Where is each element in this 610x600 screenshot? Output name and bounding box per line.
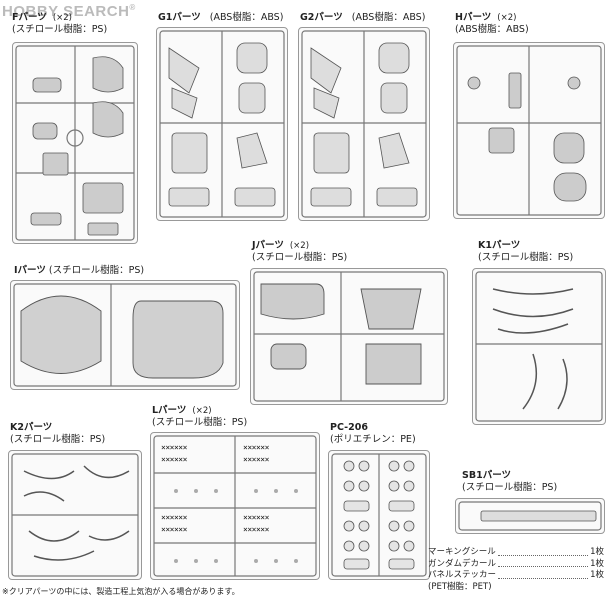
footnote: ※クリアパーツの中には、製造工程上気泡が入る場合があります。 [2,587,240,596]
sheet-l-runner: ×××××× ×××××× ×××××× ×××××× ×××××× ×××××… [150,432,320,580]
sheet-g2-label: G2パーツ (ABS樹脂：ABS) [300,12,426,23]
accessory-row: (PET樹脂：PET) [428,581,492,592]
sheet-sb1-label: SB1パーツ (スチロール樹脂：PS) [462,470,558,493]
sheet-j-label: Jパーツ(×2) (スチロール樹脂：PS) [252,240,348,263]
sheet-f-runner [12,42,138,244]
l-mark-row-2: ×××××× [243,443,269,452]
hobby-search-watermark: HOBBY SEARCH® [2,3,136,20]
l-mark-row-1: ×××××× [161,443,187,452]
sheet-pc206-label: PC-206 (ポリエチレン：PE) [330,422,416,445]
sheet-l-label: Lパーツ(×2) (スチロール樹脂：PS) [152,405,248,428]
l-mark-row-5: ×××××× [161,513,187,522]
sheet-j-runner [250,268,448,405]
l-mark-row-8: ×××××× [243,525,269,534]
sheet-g1-runner [156,27,288,221]
sheet-pc206-runner [328,450,430,580]
sheet-k1-runner [472,268,606,425]
sheet-k2-label: K2パーツ (スチロール樹脂：PS) [10,422,106,445]
sheet-g1-label: G1パーツ (ABS樹脂：ABS) [158,12,284,23]
sheet-i-label: Iパーツ (スチロール樹脂：PS) [14,265,145,276]
sheet-i-runner [10,280,240,390]
l-mark-row-4: ×××××× [243,455,269,464]
sheet-k1-label: K1パーツ (スチロール樹脂：PS) [478,240,574,263]
sheet-h-runner [453,42,605,219]
sheet-f-label: Fパーツ(×2) (スチロール樹脂：PS) [12,12,108,35]
sheet-h-label: Hパーツ(×2) (ABS樹脂：ABS) [455,12,529,35]
sheet-k2-runner [8,450,142,580]
l-mark-row-3: ×××××× [161,455,187,464]
l-mark-row-6: ×××××× [243,513,269,522]
l-mark-row-7: ×××××× [161,525,187,534]
sheet-sb1-runner [455,498,605,534]
sheet-g2-runner [298,27,430,221]
